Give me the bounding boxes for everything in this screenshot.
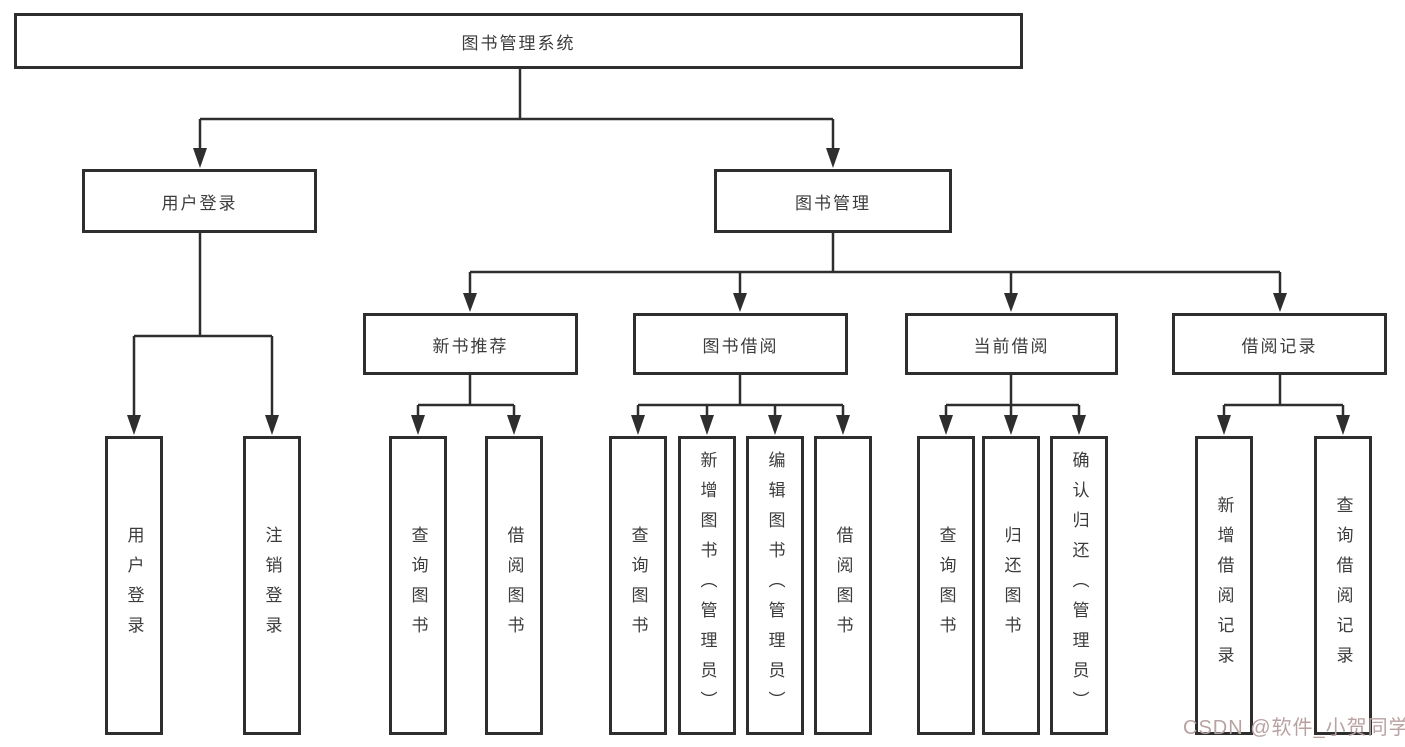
leaf-logout: 注销登录 [243, 436, 301, 735]
leaf-query-book: 查询图书 [609, 436, 667, 735]
leaf-query-book: 查询图书 [389, 436, 447, 735]
leaf-query-book: 查询图书 [917, 436, 975, 735]
leaf-borrow-book: 借阅图书 [485, 436, 543, 735]
node-borrow-records: 借阅记录 [1172, 313, 1387, 375]
arrowheads-user-login [127, 415, 279, 435]
node-book-management: 图书管理 [714, 169, 952, 233]
node-book-borrow: 图书借阅 [633, 313, 848, 375]
connector-root-to-level2 [198, 68, 835, 150]
connector-book-borrow-children [636, 375, 845, 418]
arrowheads-leaves [411, 415, 1350, 435]
leaf-add-book-admin: 新增图书（管理员） [678, 436, 736, 735]
node-root-system: 图书管理系统 [14, 13, 1023, 69]
leaf-add-borrow-record: 新增借阅记录 [1195, 436, 1253, 735]
node-current-borrow: 当前借阅 [905, 313, 1118, 375]
connector-new-book-children [416, 375, 516, 418]
leaf-query-borrow-record: 查询借阅记录 [1314, 436, 1372, 735]
node-user-login: 用户登录 [82, 169, 317, 233]
leaf-user-login: 用户登录 [105, 436, 163, 735]
connector-user-login-children [132, 233, 274, 418]
connector-current-borrow-children [944, 375, 1081, 418]
csdn-watermark: CSDN @软件_小贺同学 [1183, 717, 1405, 739]
leaf-borrow-book: 借阅图书 [814, 436, 872, 735]
leaf-return-book: 归还图书 [982, 436, 1040, 735]
connector-borrow-records-children [1222, 375, 1345, 418]
leaf-edit-book-admin: 编辑图书（管理员） [746, 436, 804, 735]
arrowheads-level2 [193, 148, 840, 168]
connector-book-mgmt-to-level3 [468, 233, 1282, 296]
leaf-confirm-return-admin: 确认归还（管理员） [1050, 436, 1108, 735]
node-new-book-recommend: 新书推荐 [363, 313, 578, 375]
arrowheads-level3 [463, 293, 1287, 312]
